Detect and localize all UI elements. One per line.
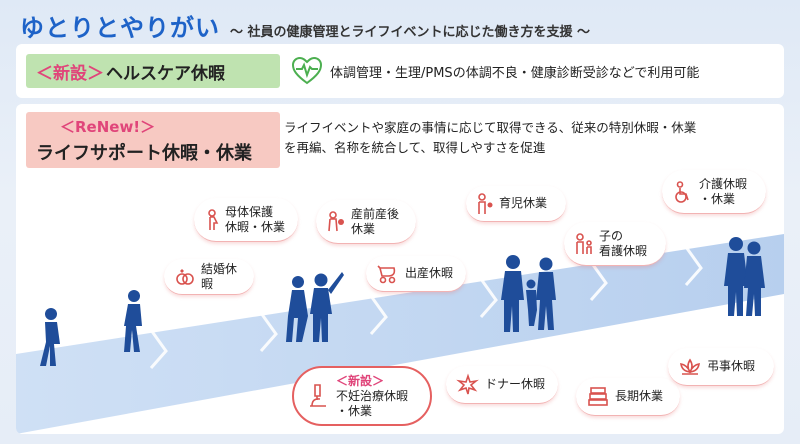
lifesupport-description: ライフイベントや家庭の事情に応じて取得できる、従来の特別休暇・休業 を再編、名称… bbox=[284, 118, 774, 158]
bubble-birth-leave: 出産休暇 bbox=[366, 256, 466, 292]
nursing-care-label-1: 介護休暇 bbox=[699, 176, 748, 191]
people-silhouettes bbox=[40, 237, 765, 366]
walking-man-silhouette bbox=[40, 308, 60, 366]
donor-leave-label: ドナー休暇 bbox=[485, 377, 546, 391]
couple-silhouette bbox=[286, 272, 344, 342]
bubble-fertility-treatment: ＜新設＞ 不妊治療休暇 ・休業 bbox=[292, 366, 432, 426]
bubble-donor-leave: ドナー休暇 bbox=[446, 366, 558, 404]
maternal-protection-label-1: 母体保護 bbox=[225, 204, 274, 219]
nursing-care-label-2: ・休業 bbox=[699, 191, 736, 206]
rings-icon bbox=[176, 268, 194, 285]
prenatal-label-1: 産前産後 bbox=[351, 206, 400, 221]
lifesupport-name: ライフサポート休暇・休業 bbox=[36, 143, 252, 164]
parent-child-icon bbox=[478, 192, 493, 214]
lotus-icon bbox=[680, 358, 700, 375]
prenatal-label-2: 休業 bbox=[351, 221, 376, 236]
donor-hands-icon bbox=[456, 372, 479, 394]
bubble-childcare-leave: 育児休業 bbox=[466, 186, 566, 222]
page-title: ゆとりとやりがい bbox=[20, 14, 220, 42]
bubble-marriage-leave: 結婚休暇 bbox=[164, 259, 254, 295]
books-icon bbox=[588, 386, 608, 406]
page-subtitle: ～ 社員の健康管理とライフイベントに応じた働き方を支援 ～ bbox=[230, 25, 591, 40]
new-tag: ＜新設＞ bbox=[36, 63, 104, 84]
elderly-couple-silhouette bbox=[724, 237, 765, 316]
walking-woman-silhouette bbox=[124, 290, 142, 352]
description-line-1: ライフイベントや家庭の事情に応じて取得できる、従来の特別休暇・休業 bbox=[284, 120, 697, 135]
bubble-longterm-leave: 長期休業 bbox=[576, 378, 680, 416]
mother-baby-icon bbox=[328, 210, 344, 231]
child-nursing-label-2: 看護休暇 bbox=[599, 243, 648, 258]
child-nursing-label-1: 子の bbox=[599, 228, 624, 243]
pregnant-woman-icon bbox=[208, 208, 219, 230]
healthcare-description: 体調管理・生理/PMSの体調不良・健康診断受診などで利用可能 bbox=[330, 66, 700, 81]
microscope-icon bbox=[310, 384, 326, 407]
lifesupport-badge: ＜ReNew!＞ ライフサポート休暇・休業 bbox=[26, 112, 280, 168]
healthcare-name: ヘルスケア休暇 bbox=[106, 63, 225, 84]
marriage-leave-label: 結婚休暇 bbox=[201, 261, 238, 291]
bubble-maternal-protection: 母体保護 休暇・休業 bbox=[194, 198, 298, 242]
lifesupport-panel: ＜ReNew!＞ ライフサポート休暇・休業 ライフイベントや家庭の事情に応じて取… bbox=[16, 104, 784, 434]
fertility-new-tag: ＜新設＞ bbox=[336, 373, 385, 388]
heart-pulse-icon bbox=[291, 56, 323, 85]
header: ゆとりとやりがい ～ 社員の健康管理とライフイベントに応じた働き方を支援 ～ bbox=[20, 8, 590, 43]
stroller-icon bbox=[377, 264, 396, 283]
longterm-leave-label: 長期休業 bbox=[615, 389, 664, 403]
bubble-prenatal-postnatal: 産前産後 休業 bbox=[316, 200, 416, 244]
family-silhouette bbox=[501, 255, 556, 332]
wheelchair-icon bbox=[675, 180, 689, 203]
maternal-protection-label-2: 休暇・休業 bbox=[225, 219, 286, 234]
bubble-nursing-care: 介護休暇 ・休業 bbox=[662, 170, 766, 214]
condolence-leave-label: 弔事休暇 bbox=[707, 359, 756, 373]
adult-child-icon bbox=[576, 232, 592, 254]
healthcare-panel: ＜新設＞ ヘルスケア休暇 体調管理・生理/PMSの体調不良・健康診断受診などで利… bbox=[16, 44, 784, 98]
bubble-child-nursing: 子の 看護休暇 bbox=[564, 222, 666, 266]
birth-leave-label: 出産休暇 bbox=[405, 266, 454, 280]
renew-tag: ＜ReNew!＞ bbox=[60, 118, 156, 136]
fertility-label-2: ・休業 bbox=[336, 403, 373, 418]
bubble-condolence-leave: 弔事休暇 bbox=[668, 348, 774, 386]
description-line-2: を再編、名称を統合して、取得しやすさを促進 bbox=[284, 140, 546, 155]
fertility-label-1: 不妊治療休暇 bbox=[336, 388, 409, 403]
childcare-leave-label: 育児休業 bbox=[499, 196, 548, 210]
life-path-road bbox=[16, 234, 784, 434]
healthcare-badge: ＜新設＞ ヘルスケア休暇 bbox=[26, 54, 280, 88]
